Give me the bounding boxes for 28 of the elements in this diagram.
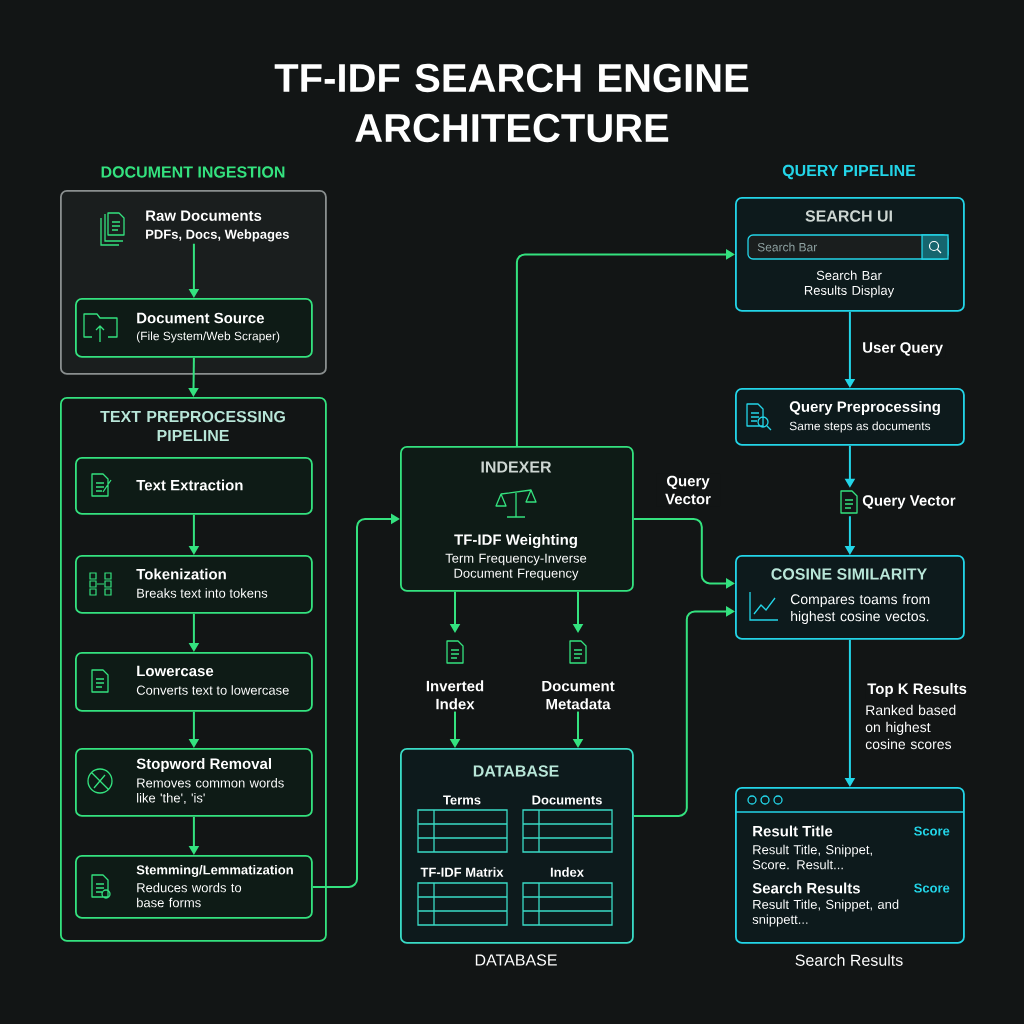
node-label: Inverted Index [426, 680, 484, 710]
process-box: Stopword Removal Removes common words like 'the', 'is' [75, 748, 313, 817]
table-label: Index [550, 867, 584, 877]
table-label: TF-IDF Matrix [420, 867, 504, 877]
search-ui-panel: SEARCH UI Search Bar Search Bar Results Display [735, 197, 965, 312]
process-box: Text Extraction [75, 457, 313, 515]
node-label: Document Metadata [542, 680, 615, 710]
results-window: Result Title Score Result Title, Snippet, Score. Result... Search Results Score Result Title, Snippet, and snippett... [734, 787, 965, 944]
process-box: Query Preprocessing Same steps as documents [735, 388, 965, 446]
node-label: DOCUMENT INGESTION [101, 166, 285, 178]
process-box: Stemming/Lemmatization Reduces words to base forms [75, 855, 313, 919]
process-box: Tokenization Breaks text into tokens [75, 555, 313, 614]
table-label: Terms [443, 795, 481, 805]
edge-note: Ranked based on highest cosine scores [865, 704, 956, 750]
node-label: Search Results [795, 954, 903, 966]
title: TF-IDF SEARCH ENGINE ARCHITECTURE [274, 63, 749, 143]
process-box: Document Source (File System/Web Scraper) [75, 298, 313, 358]
node-label: DATABASE [475, 954, 557, 966]
edge-label: Query Vector [656, 473, 720, 507]
node-label: Query Vector [862, 495, 956, 509]
section-heading: QUERY PIPELINE [782, 164, 916, 180]
indexer-box: INDEXER TF-IDF Weighting Term Frequency-Inverse Document Frequency [400, 446, 634, 592]
process-box: COSINE SIMILARITY Compares toams from highest cosine vectos. [735, 555, 965, 640]
process-box: Lowercase Converts text to lowercase [75, 652, 313, 712]
edge-label: User Query [860, 340, 946, 358]
table-label: Documents [532, 795, 602, 805]
edge-label: Top K Results [865, 681, 969, 699]
node-label: Raw Documents PDFs, Docs, Webpages [146, 210, 289, 242]
